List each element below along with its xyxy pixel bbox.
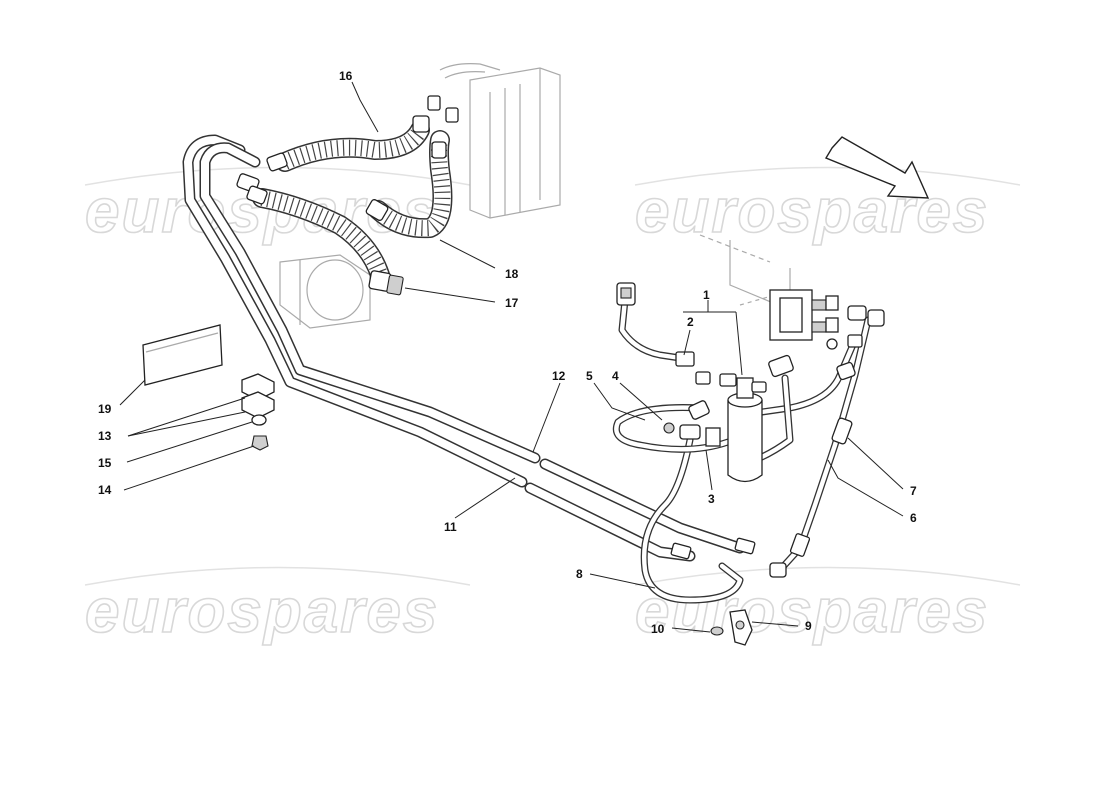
callout-18: 18 — [505, 267, 519, 281]
radiator-ghost — [439, 63, 561, 219]
callout-12: 12 — [552, 369, 566, 383]
callout-3: 3 — [708, 492, 715, 506]
hose-17 — [252, 188, 390, 285]
pressure-switch — [616, 282, 711, 385]
watermark-top-right: eurospares — [635, 177, 989, 246]
watermark-bottom-left: eurospares — [85, 577, 439, 646]
callout-11: 11 — [444, 520, 457, 534]
callout-7: 7 — [910, 484, 917, 498]
direction-arrow-icon — [824, 136, 930, 199]
callouts: 16 18 17 1 2 5 4 12 3 11 19 13 15 14 7 6… — [98, 69, 917, 636]
callout-14: 14 — [98, 483, 112, 497]
small-parts — [142, 324, 753, 646]
callout-16: 16 — [339, 69, 353, 83]
expansion-valve-block — [769, 289, 839, 350]
callout-19: 19 — [98, 402, 112, 416]
hose-16 — [275, 120, 430, 172]
compressor-ghost — [279, 254, 371, 329]
tube-5-loop — [612, 404, 732, 453]
callout-15: 15 — [98, 456, 112, 470]
callout-9: 9 — [805, 619, 812, 633]
callout-1: 1 — [703, 288, 710, 302]
tube-fittings — [670, 305, 885, 578]
callout-8: 8 — [576, 567, 583, 581]
callout-5: 5 — [586, 369, 593, 383]
callout-4: 4 — [612, 369, 619, 383]
callout-2: 2 — [687, 315, 694, 329]
watermark-bottom-right: eurospares — [635, 577, 989, 646]
hose-fittings — [236, 95, 459, 296]
callout-13: 13 — [98, 429, 112, 443]
receiver-drier — [705, 373, 767, 483]
leader-lines — [119, 81, 904, 633]
tube-8 — [640, 436, 744, 604]
watermarks: eurospares eurospares eurospares eurospa… — [84, 166, 1021, 647]
callout-10: 10 — [651, 622, 665, 636]
callout-6: 6 — [910, 511, 917, 525]
callout-17: 17 — [505, 296, 519, 310]
